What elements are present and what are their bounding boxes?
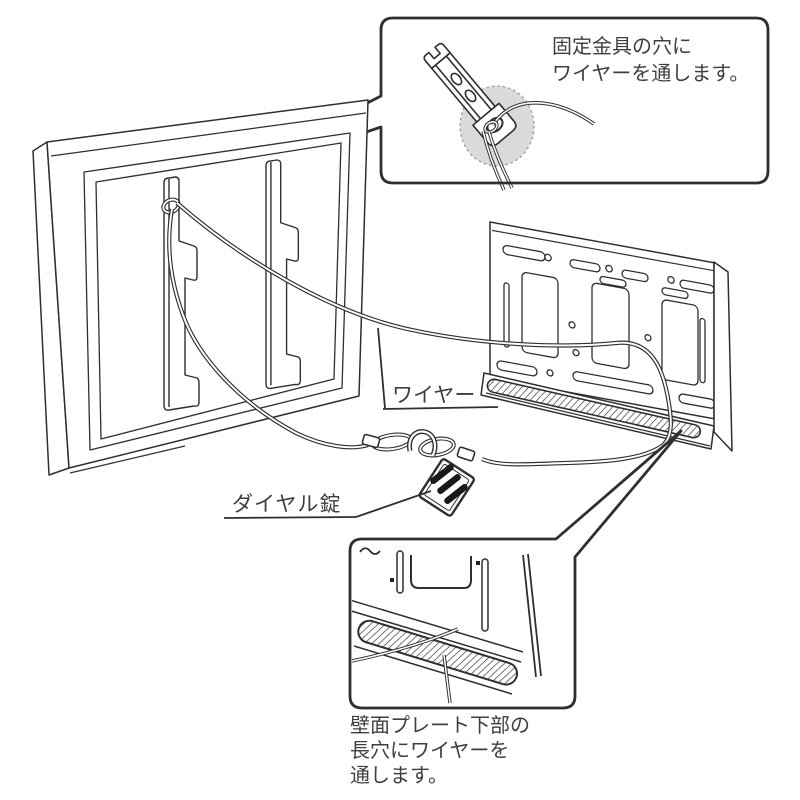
dial-lock-label: ダイヤル錠	[232, 492, 342, 516]
wire-label: ワイヤー	[392, 383, 476, 407]
dial-lock	[407, 429, 475, 517]
security-wire	[161, 197, 673, 467]
fixing-bracket-right	[265, 159, 301, 390]
callout-top-caption-line2: ワイヤーを通します。	[552, 61, 750, 85]
callout-bottom-caption-line1: 壁面プレート下部の	[350, 713, 530, 737]
callout-bottom	[348, 429, 683, 710]
callout-top-border	[200, 16, 770, 189]
long-hole-detail	[352, 547, 542, 704]
wire-label-leader	[377, 327, 499, 410]
tv-back-panel	[32, 99, 369, 476]
callout-bottom-caption: 壁面プレート下部の 長穴にワイヤーを 通します。	[350, 713, 530, 788]
callout-bottom-border	[348, 429, 683, 710]
callout-bottom-caption-line2: 長穴にワイヤーを	[350, 738, 510, 762]
callout-bottom-caption-line3: 通します。	[350, 763, 448, 787]
dial-lock-label-leader	[223, 490, 432, 519]
wire-through-hole-icon	[481, 101, 596, 191]
wire-loop-ends	[361, 432, 476, 462]
callout-top-caption: 固定金具の穴に ワイヤーを通します。	[552, 33, 749, 87]
callout-top-caption-line1: 固定金具の穴に	[552, 34, 692, 58]
dial-wheels	[430, 464, 468, 504]
wall-plate	[480, 221, 733, 452]
callout-top	[200, 16, 770, 191]
